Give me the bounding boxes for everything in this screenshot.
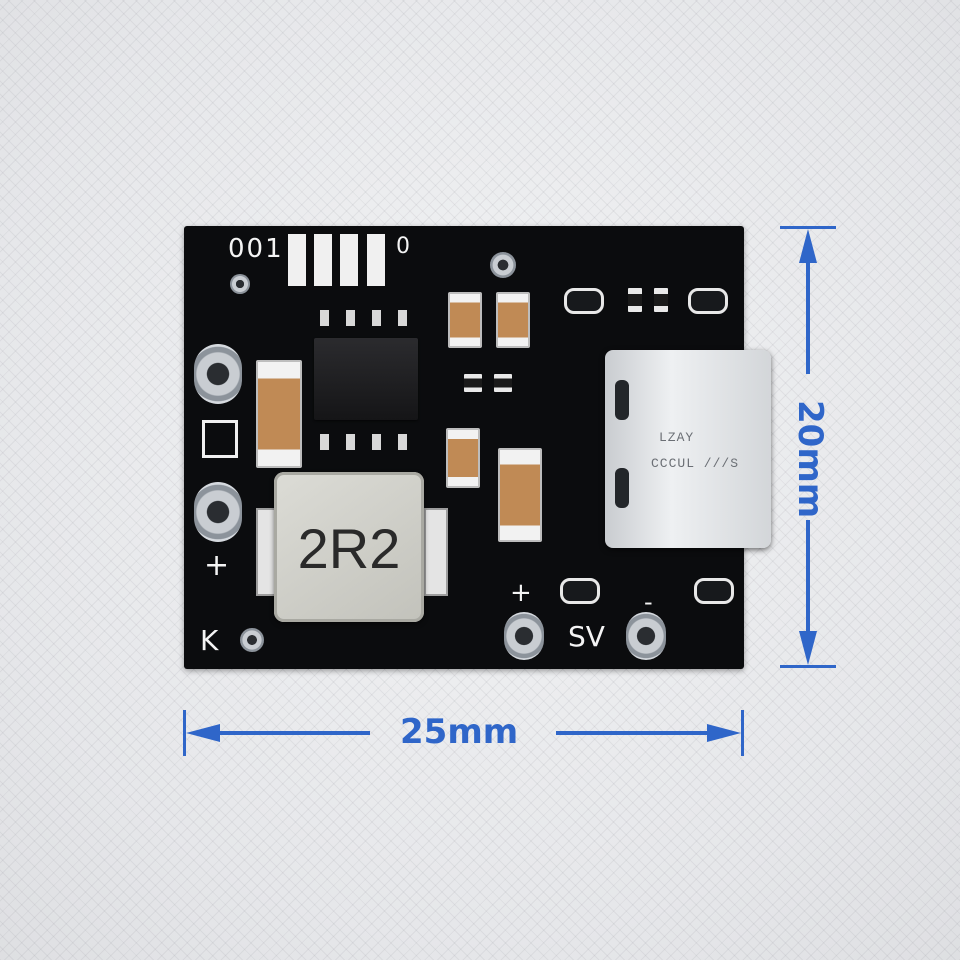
bottom-minus-mark: - — [644, 588, 653, 616]
capacitor-small-1 — [448, 292, 482, 348]
pad-strip-1 — [288, 234, 306, 286]
oval-pad-bottom-1 — [560, 578, 600, 604]
width-dimension-line-right — [556, 731, 716, 735]
bottom-left-mark: K — [200, 624, 219, 657]
pad-strip-2 — [314, 234, 332, 286]
usb-marking-line1: LZAY — [659, 430, 695, 445]
width-dimension-tick-right — [741, 710, 744, 756]
pcb-board: 001 0 + — [184, 226, 771, 669]
ic-pin — [320, 434, 329, 450]
usb-c-slot-upper — [615, 380, 629, 420]
square-pad-outline — [202, 420, 238, 458]
height-dimension-line-bottom — [806, 520, 810, 640]
bottom-plus-mark: + — [510, 578, 532, 608]
output-hole-negative — [626, 612, 666, 660]
oval-pad-top-1 — [564, 288, 604, 314]
ic-pin — [372, 310, 381, 326]
board-marking-top-right: 0 — [396, 234, 410, 259]
capacitor-small-3 — [446, 428, 480, 488]
capacitor-left — [256, 360, 302, 468]
ic-pin — [372, 434, 381, 450]
resistor-4 — [654, 288, 668, 312]
width-dimension-tick-left — [183, 710, 186, 756]
oval-pad-top-2 — [688, 288, 728, 314]
pad-strip-3 — [340, 234, 358, 286]
ic-pin — [398, 310, 407, 326]
terminal-hole-lower — [194, 482, 242, 542]
usb-c-slot-lower — [615, 468, 629, 508]
resistor-2 — [494, 374, 512, 392]
output-hole-positive — [504, 612, 544, 660]
pad-strip-4 — [367, 234, 385, 286]
ic-pin — [398, 434, 407, 450]
via-top-middle — [490, 252, 516, 278]
capacitor-right — [498, 448, 542, 542]
inductor-code: 2R2 — [297, 517, 401, 580]
terminal-hole-upper — [194, 344, 242, 404]
width-label: 25mm — [400, 712, 519, 752]
bottom-right-label: SV — [568, 620, 605, 653]
left-plus-mark: + — [204, 548, 230, 583]
height-arrow-down-icon — [799, 631, 817, 665]
width-dimension-line-left — [210, 731, 370, 735]
resistor-1 — [464, 374, 482, 392]
inductor: 2R2 — [274, 472, 424, 622]
height-arrow-up-icon — [799, 229, 817, 263]
height-dimension-tick-bottom — [780, 665, 836, 668]
height-dimension-line-top — [806, 252, 810, 374]
capacitor-small-2 — [496, 292, 530, 348]
usb-marking-line2: CCCUL ///S — [651, 456, 740, 471]
board-marking-top: 001 — [228, 234, 284, 264]
ic-pin — [346, 434, 355, 450]
ic-pin — [346, 310, 355, 326]
ic-pin — [320, 310, 329, 326]
via-top-left — [230, 274, 250, 294]
inductor-tab-right — [424, 508, 448, 596]
ic-chip — [314, 338, 418, 420]
height-dimension-tick-top — [780, 226, 836, 229]
width-arrow-right-icon — [707, 724, 741, 742]
height-label: 20mm — [790, 400, 830, 519]
resistor-3 — [628, 288, 642, 312]
oval-pad-bottom-2 — [694, 578, 734, 604]
usb-c-connector: LZAY CCCUL ///S — [605, 350, 771, 548]
width-arrow-left-icon — [186, 724, 220, 742]
via-bottom-left — [240, 628, 264, 652]
